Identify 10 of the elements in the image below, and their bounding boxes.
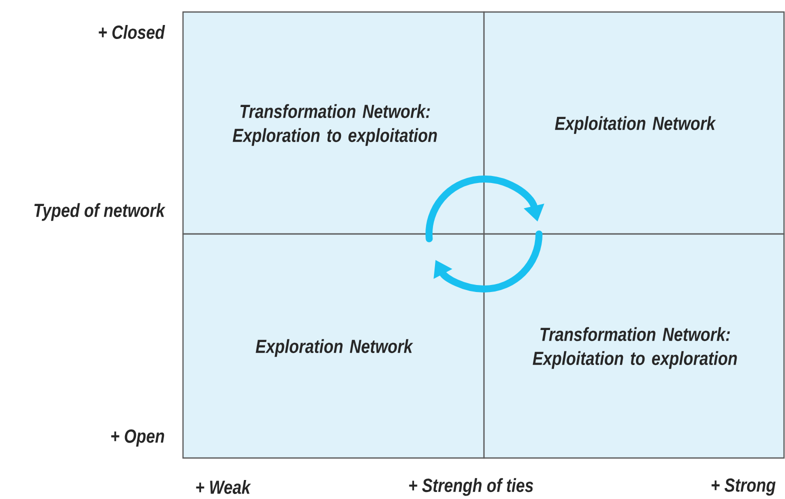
quadrant-label: Transformation Network: Exploration to exploitation [232,104,437,146]
axis-label: + Open [111,429,164,447]
quadrant-label: Exploitation Network [554,116,716,134]
axis-label: + Strengh of ties [409,478,534,496]
axis-label: + Weak [196,480,252,494]
axis-label: + Closed [98,25,166,39]
axis-label: Typed of network [34,203,166,221]
axis-label: + Strong [712,478,776,496]
quadrant-label: Transformation Network: Exploitation to exploration [532,327,737,369]
quadrant-label: Exploration Network [256,339,414,357]
